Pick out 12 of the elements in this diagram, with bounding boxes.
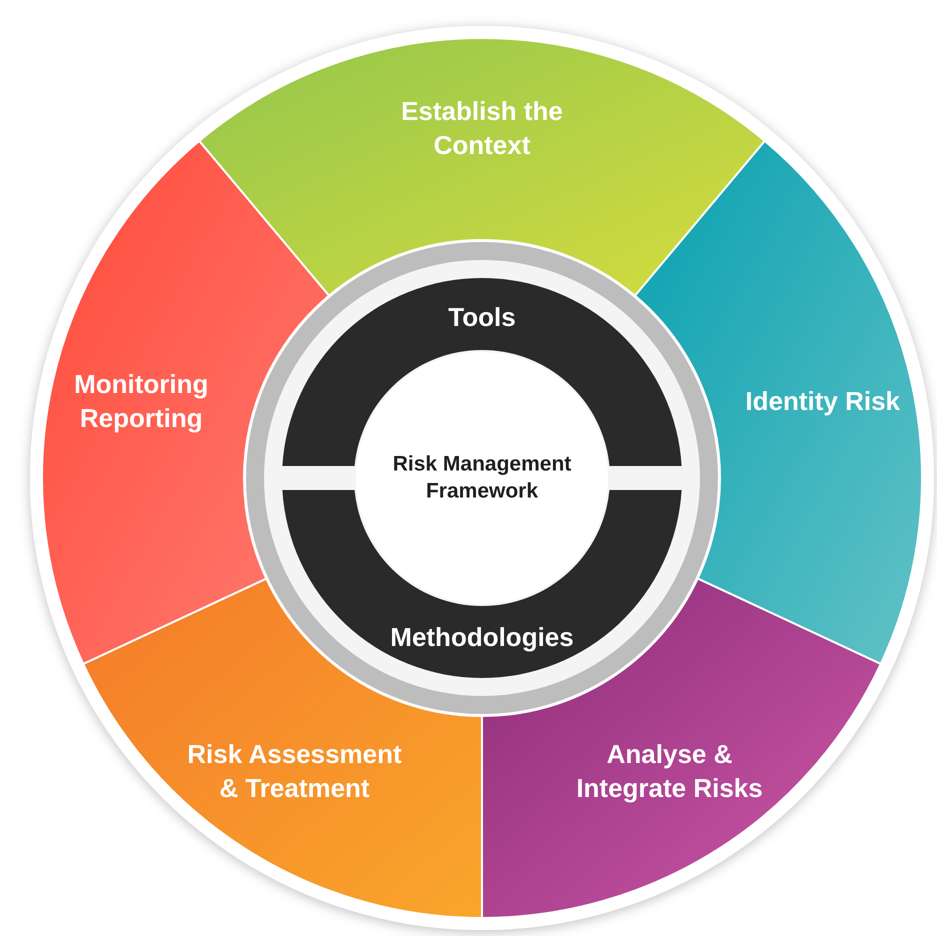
node-label: Risk Assessment & Treatment <box>186 738 403 806</box>
node-label: Risk Management Framework <box>392 452 572 505</box>
puzzle-piece <box>634 140 922 664</box>
puzzle-piece <box>42 140 330 664</box>
node-label: Monitoring Reporting <box>73 368 210 436</box>
center-circle <box>354 350 610 606</box>
puzzle-piece <box>199 38 765 296</box>
node-label: Identity Risk <box>744 386 902 419</box>
node-label: Methodologies <box>389 621 575 654</box>
node-label: Establish the Context <box>400 95 564 162</box>
node-label: Tools <box>447 301 517 334</box>
node-label: Analyse & Integrate Risks <box>575 738 764 806</box>
